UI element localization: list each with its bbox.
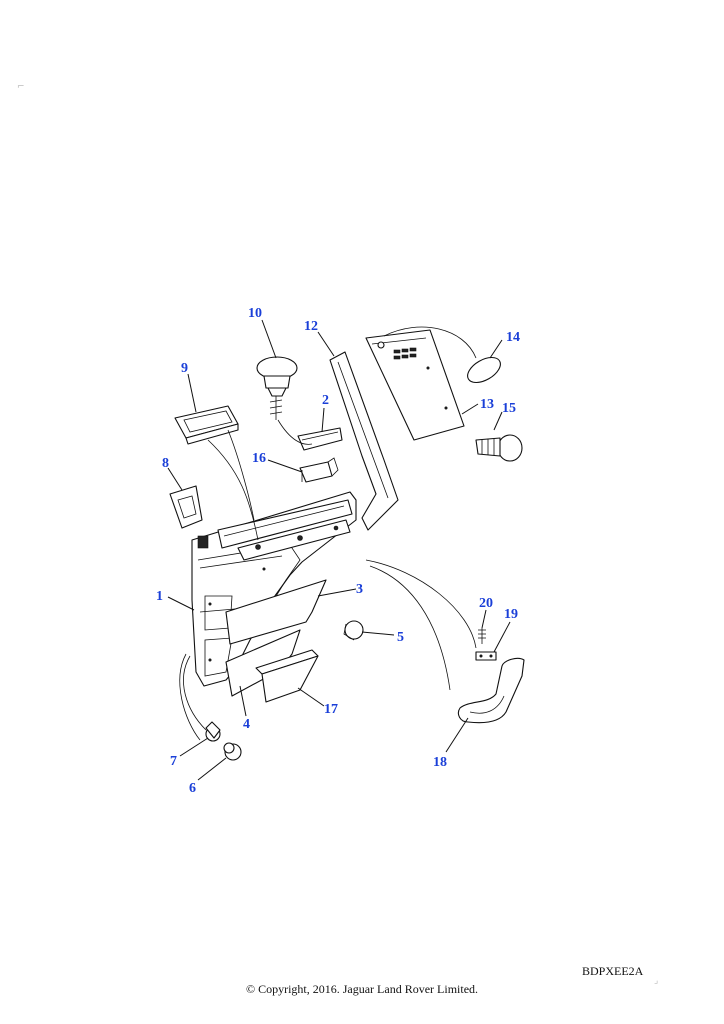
- callout-15: 15: [502, 401, 516, 416]
- leader-lines: [167, 319, 511, 781]
- corner-mark-top-left: ⌐: [17, 82, 25, 92]
- callout-20: 20: [479, 596, 493, 611]
- corner-mark-bottom-right: ⌟: [654, 976, 659, 986]
- diagram-reference-code: BDPXEE2A: [582, 964, 644, 978]
- callout-12: 12: [304, 319, 318, 334]
- callout-6: 6: [189, 781, 196, 796]
- callout-4: 4: [243, 717, 250, 732]
- assembly-guide-lines: [179, 419, 477, 741]
- pillar-trim: [329, 351, 399, 531]
- retainer-6: [223, 742, 242, 761]
- callout-14: 14: [506, 330, 520, 345]
- callout-labels: 1 2 3 4 5 6 7 8 9 10 12 13 14 15 16 17 1…: [156, 306, 520, 796]
- pull-cup: [297, 427, 343, 451]
- fir-tree-clip: [475, 434, 523, 462]
- callout-1: 1: [156, 589, 163, 604]
- lock-surround: [169, 485, 209, 549]
- pocket-bin: [255, 649, 319, 703]
- screw-20: [478, 628, 486, 644]
- callout-16: 16: [252, 451, 266, 466]
- copyright-notice: © Copyright, 2016. Jaguar Land Rover Lim…: [245, 982, 479, 996]
- callout-5: 5: [397, 630, 404, 645]
- pocket-panel-upper: [225, 579, 327, 645]
- handle-escutcheon: [174, 405, 239, 445]
- callout-18: 18: [433, 755, 447, 770]
- grab-handle: [457, 657, 525, 724]
- callout-2: 2: [322, 393, 329, 408]
- upper-speaker-panel: [365, 329, 465, 441]
- mounting-bracket: [299, 457, 339, 483]
- round-clip-5: [343, 620, 364, 641]
- speaker-grille-icon: [393, 347, 417, 360]
- push-fastener: [256, 356, 298, 420]
- callout-7: 7: [170, 754, 177, 769]
- callout-10: 10: [248, 306, 262, 321]
- retainer-7: [205, 721, 221, 742]
- callout-9: 9: [181, 361, 188, 376]
- handle-bracket-19: [475, 651, 497, 661]
- plug-cap: [383, 326, 501, 384]
- callout-8: 8: [162, 456, 169, 471]
- armrest-strip: [217, 499, 353, 561]
- callout-17: 17: [324, 702, 338, 717]
- callout-13: 13: [480, 397, 494, 412]
- callout-3: 3: [356, 582, 363, 597]
- callout-19: 19: [504, 607, 518, 622]
